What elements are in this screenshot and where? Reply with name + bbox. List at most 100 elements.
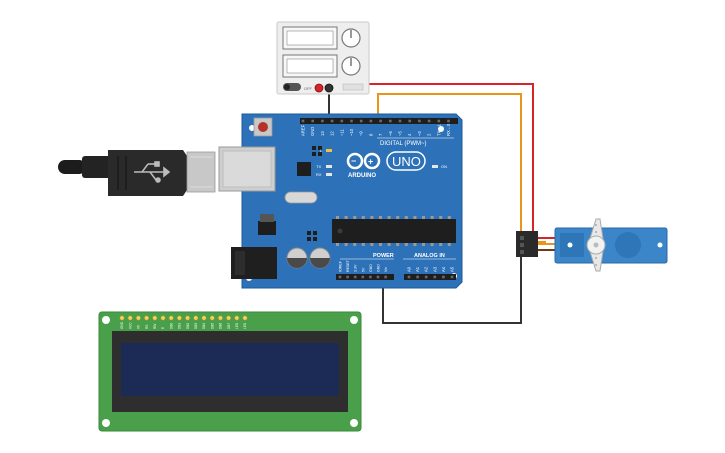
led-rx — [326, 173, 332, 176]
digital-pin-11[interactable] — [408, 119, 411, 123]
lcd-pin-15[interactable] — [242, 315, 248, 321]
servo-motor[interactable] — [516, 218, 668, 272]
led-on — [432, 165, 438, 168]
power-pin-1[interactable] — [346, 275, 349, 279]
analog-pin-1[interactable] — [416, 275, 419, 279]
chip-leg — [379, 243, 382, 246]
positive-terminal[interactable] — [314, 83, 324, 93]
power-pin-4[interactable] — [369, 275, 372, 279]
lcd-pin-2[interactable] — [135, 315, 141, 321]
power-pin-2[interactable] — [353, 275, 357, 279]
crystal-oscillator — [284, 191, 318, 204]
analog-pin-3[interactable] — [433, 275, 437, 279]
power-pin-label: GND — [377, 264, 381, 272]
lcd-pin-0[interactable] — [119, 315, 125, 321]
digital-pin-5[interactable] — [350, 119, 353, 123]
digital-pin-9[interactable] — [389, 119, 392, 123]
lcd-pin-12[interactable] — [217, 315, 223, 321]
board-model-label: UNO — [392, 154, 421, 169]
power-pin-label: IOREF — [339, 260, 343, 272]
digital-pin-2[interactable] — [321, 119, 324, 123]
lcd-screen — [121, 343, 339, 396]
digital-pin-6[interactable] — [359, 119, 363, 123]
power-pin-label: GND — [369, 264, 373, 272]
digital-pin-4[interactable] — [340, 119, 344, 123]
power-pin-0[interactable] — [338, 275, 342, 279]
digital-pin-0[interactable] — [301, 119, 305, 123]
power-header — [336, 274, 394, 280]
digital-pin-10[interactable] — [398, 119, 402, 123]
led-rx-label: RX — [316, 172, 322, 177]
digital-pin-label: 7 — [378, 133, 383, 136]
lcd-pin-11[interactable] — [209, 315, 215, 321]
lcd-pin-label: DB2 — [186, 323, 190, 329]
lcd-pin-7[interactable] — [176, 315, 182, 321]
led-tx-label: TX — [316, 164, 321, 169]
lcd-pin-14[interactable] — [234, 315, 240, 321]
analog-pin-5[interactable] — [450, 275, 454, 279]
chip-leg — [413, 243, 417, 246]
chip-leg — [430, 216, 434, 219]
digital-pin-label: ~6 — [388, 131, 393, 136]
digital-pin-label: 4 — [407, 133, 412, 136]
chip-leg — [404, 243, 408, 246]
analog-pin-label: A3 — [432, 266, 437, 272]
lcd-pin-label: DB6 — [219, 323, 223, 329]
lcd-pin-label: DB3 — [194, 323, 198, 329]
capacitor-1 — [286, 247, 308, 269]
digital-pin-3[interactable] — [330, 119, 334, 123]
negative-terminal[interactable] — [324, 83, 334, 93]
analog-pin-0[interactable] — [407, 275, 411, 279]
lcd-pin-6[interactable] — [168, 315, 174, 321]
led-l-label: L — [320, 148, 323, 153]
digital-pin-label: AREF — [301, 124, 306, 136]
chip-leg — [344, 216, 348, 219]
icsp-header — [307, 231, 317, 241]
chip-leg — [379, 216, 382, 219]
lcd-pin-9[interactable] — [193, 315, 199, 321]
off-label: OFF — [304, 86, 313, 91]
lcd-pin-label: LED — [243, 322, 247, 329]
lcd-pin-label: RS — [145, 325, 149, 329]
analog-pin-4[interactable] — [442, 275, 445, 279]
digital-pin-label: 8 — [368, 133, 373, 136]
lcd-pin-1[interactable] — [127, 315, 133, 321]
lcd-pin-5[interactable] — [160, 315, 166, 321]
lcd-pin-3[interactable] — [144, 315, 150, 321]
digital-pin-13[interactable] — [427, 119, 431, 123]
digital-pin-7[interactable] — [369, 119, 373, 123]
analog-pin-label: A4 — [441, 266, 446, 272]
digital-pin-label: ~11 — [339, 129, 344, 136]
power-pin-6[interactable] — [384, 275, 387, 279]
lcd-pin-4[interactable] — [152, 315, 158, 321]
chip-leg — [361, 243, 365, 246]
lcd-pin-10[interactable] — [201, 315, 207, 321]
usb-cable[interactable] — [58, 150, 216, 196]
power-pin-label: RESET — [346, 259, 350, 272]
analog-pin-2[interactable] — [424, 275, 428, 279]
chip-leg — [387, 243, 391, 246]
chip-leg — [336, 243, 339, 246]
digital-pin-8[interactable] — [379, 119, 382, 123]
analog-pin-label: A1 — [415, 266, 420, 272]
power-supply[interactable]: OFF — [276, 21, 370, 95]
lcd-pin-13[interactable] — [226, 315, 232, 321]
chip-leg — [422, 243, 425, 246]
digital-pin-label: ~9 — [359, 131, 364, 136]
lcd-pin-8[interactable] — [185, 315, 191, 321]
digital-pin-1[interactable] — [311, 119, 314, 123]
digital-pin-15[interactable] — [447, 119, 450, 123]
digital-pin-label: ~10 — [349, 128, 354, 136]
power-pin-3[interactable] — [361, 275, 365, 279]
lcd-pin-label: V0 — [137, 325, 141, 329]
digital-pin-14[interactable] — [437, 119, 441, 123]
power-pin-5[interactable] — [376, 275, 380, 279]
lcd-pin-label: DB4 — [202, 323, 206, 329]
lcd-pin-label: GND — [120, 321, 124, 329]
digital-pin-12[interactable] — [418, 119, 421, 123]
chip-leg — [361, 216, 365, 219]
chip-leg — [430, 243, 434, 246]
digital-pin-label: 12 — [330, 131, 335, 136]
